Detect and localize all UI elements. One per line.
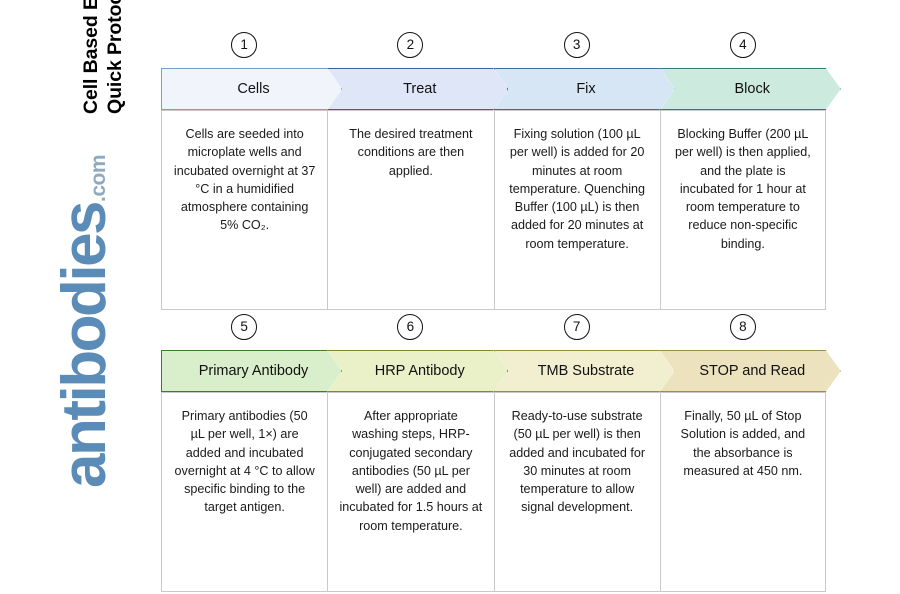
step-number-row-bottom: 5 6 7 8 [161, 314, 840, 350]
step-header-shape-6 [327, 350, 508, 392]
step-body-text-1: Cells are seeded into microplate wells a… [173, 127, 316, 233]
step-number-1: 1 [231, 32, 258, 58]
step-header-6[interactable]: HRP Antibody [327, 350, 508, 392]
step-body-text-5: Primary antibodies (50 µL per well, 1×) … [174, 409, 315, 515]
chevron-band-top: Cells Treat Fix Block [161, 68, 840, 110]
step-number-2: 2 [397, 32, 424, 58]
flow-row-top: 1 2 3 4 Cells Treat Fix Block Cells are seeded… [161, 32, 840, 310]
step-header-label-1: Cells [237, 81, 270, 97]
flow-row-bottom: 5 6 7 8 Primary Antibody HRP Antibody TMB Sub… [161, 314, 840, 592]
step-body-row-bottom: Primary antibodies (50 µL per well, 1×) … [161, 392, 826, 592]
step-body-4: Blocking Buffer (200 µL per well) is the… [659, 110, 826, 310]
step-header-label-8: STOP and Read [699, 363, 806, 379]
brand-logo-tld: .com [87, 154, 110, 202]
protocol-title-text: Cell Based ELISA Kits Quick Protocol [80, 0, 126, 114]
step-header-4[interactable]: Block [660, 68, 841, 110]
step-body-row-top: Cells are seeded into microplate wells a… [161, 110, 826, 310]
step-header-8[interactable]: STOP and Read [660, 350, 841, 392]
step-header-label-5: Primary Antibody [198, 363, 309, 379]
step-body-text-6: After appropriate washing steps, HRP-con… [339, 409, 483, 533]
step-header-label-6: HRP Antibody [374, 363, 465, 379]
step-header-2[interactable]: Treat [327, 68, 508, 110]
step-number-6: 6 [397, 314, 424, 340]
step-header-7[interactable]: TMB Substrate [494, 350, 675, 392]
step-body-text-4: Blocking Buffer (200 µL per well) is the… [674, 127, 811, 251]
brand-logo: antibodies .com [50, 155, 150, 488]
step-header-shape-4 [660, 68, 841, 110]
chevron-band-bottom: Primary Antibody HRP Antibody TMB Substrat… [161, 350, 840, 392]
step-number-5: 5 [231, 314, 258, 340]
step-header-shape-8 [660, 350, 841, 392]
step-header-shape-3 [494, 68, 675, 110]
step-number-8: 8 [729, 314, 756, 340]
step-number-7: 7 [563, 314, 590, 340]
step-number-row-top: 1 2 3 4 [161, 32, 840, 68]
step-body-text-3: Fixing solution (100 µL per well) is add… [509, 127, 646, 251]
step-header-label-2: Treat [403, 81, 437, 97]
step-number-4: 4 [729, 32, 756, 58]
step-body-7: Ready-to-use substrate (50 µL per well) … [493, 392, 660, 592]
step-header-label-7: TMB Substrate [537, 363, 635, 379]
step-body-1: Cells are seeded into microplate wells a… [161, 110, 328, 310]
step-body-8: Finally, 50 µL of Stop Solution is added… [659, 392, 826, 592]
brand-logo-name: antibodies [50, 202, 119, 488]
step-body-6: After appropriate washing steps, HRP-con… [327, 392, 494, 592]
step-body-text-2: The desired treatment conditions are the… [349, 127, 473, 178]
step-header-shape-1 [161, 68, 342, 110]
step-header-label-4: Block [734, 81, 770, 97]
protocol-title: Cell Based ELISA Kits Quick Protocol [56, 0, 152, 114]
step-header-label-3: Fix [576, 81, 596, 97]
step-number-3: 3 [563, 32, 590, 58]
step-body-text-7: Ready-to-use substrate (50 µL per well) … [509, 409, 646, 515]
step-header-1[interactable]: Cells [161, 68, 342, 110]
step-body-2: The desired treatment conditions are the… [327, 110, 494, 310]
step-header-3[interactable]: Fix [494, 68, 675, 110]
step-body-text-8: Finally, 50 µL of Stop Solution is added… [680, 409, 806, 478]
step-header-shape-5 [161, 350, 342, 392]
step-body-3: Fixing solution (100 µL per well) is add… [493, 110, 660, 310]
step-header-shape-2 [327, 68, 508, 110]
step-header-5[interactable]: Primary Antibody [161, 350, 342, 392]
step-body-5: Primary antibodies (50 µL per well, 1×) … [161, 392, 328, 592]
